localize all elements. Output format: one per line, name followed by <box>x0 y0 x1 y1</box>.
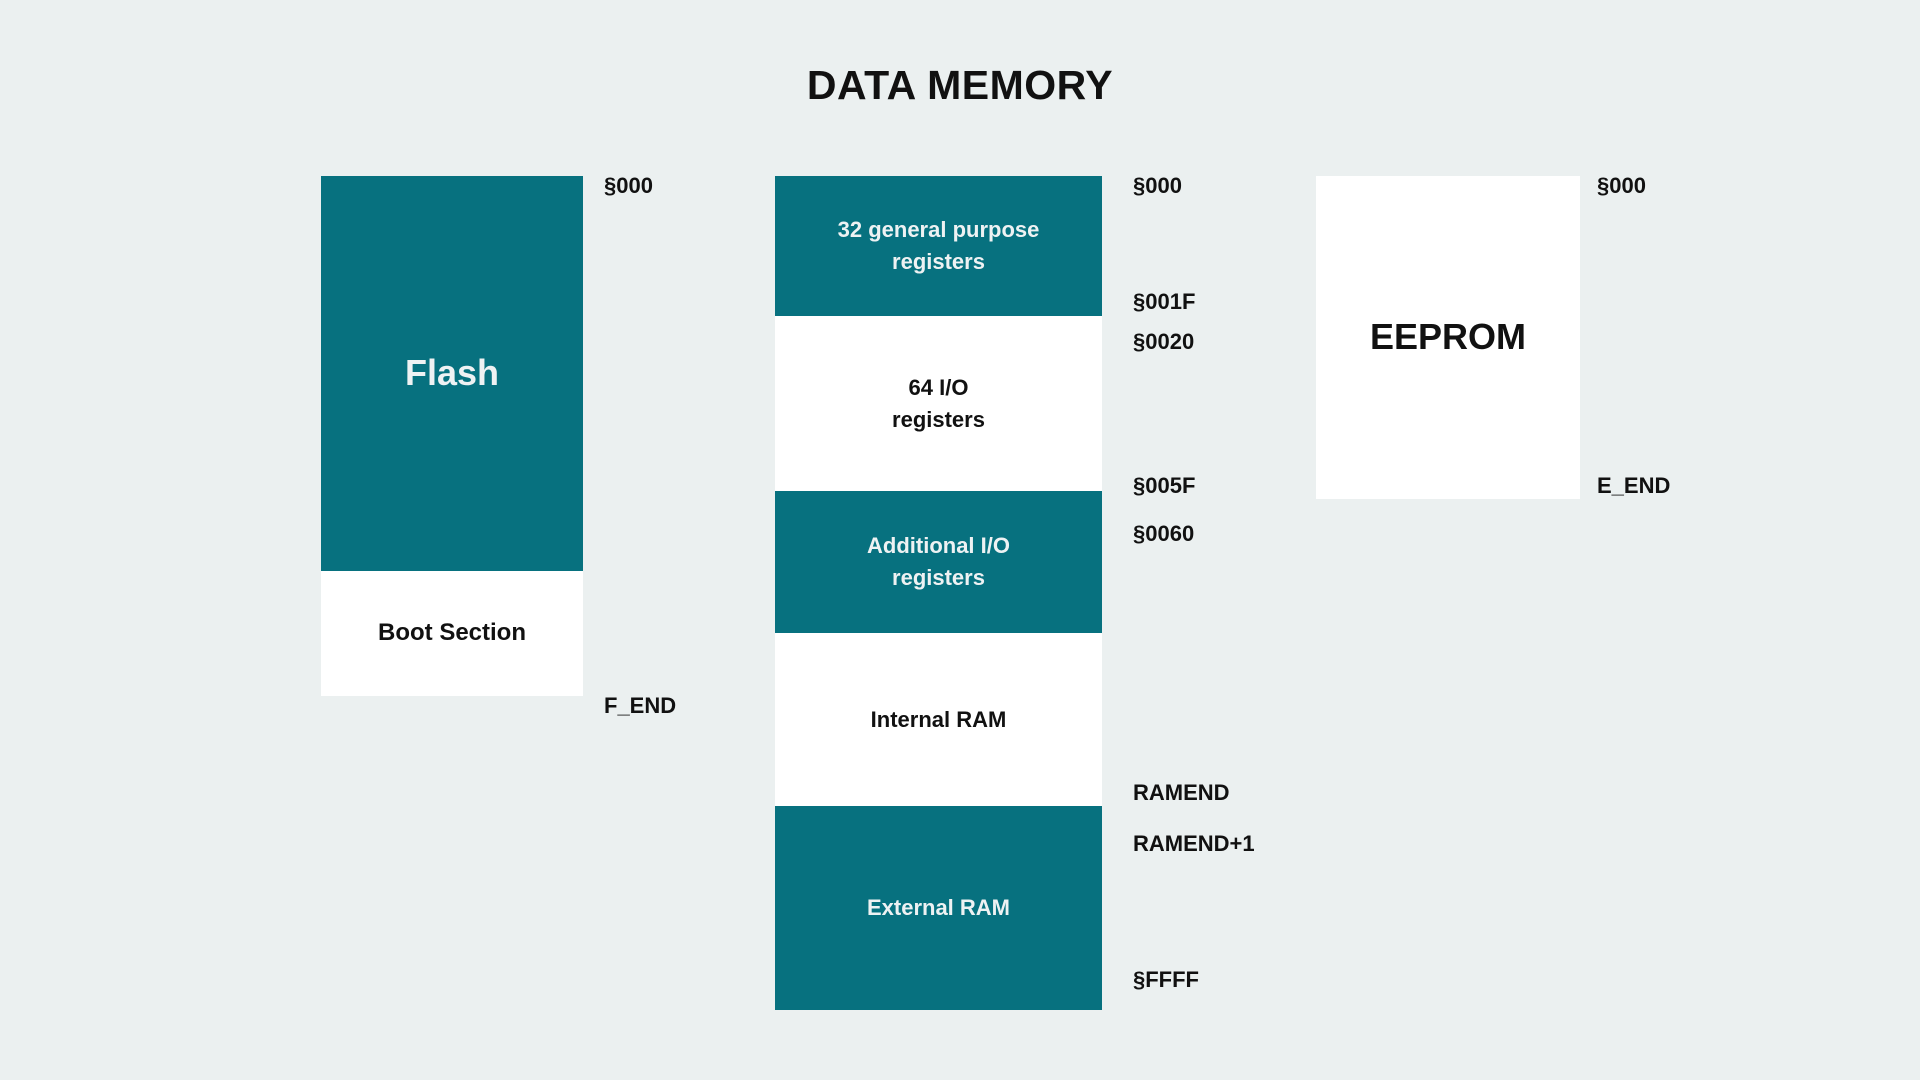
address-label: E_END <box>1597 473 1671 498</box>
address-label: §005F <box>1133 473 1196 498</box>
memory-block: Flash <box>321 176 583 571</box>
address-label: §0020 <box>1133 329 1195 354</box>
memory-block: EEPROM <box>1316 176 1580 499</box>
memory-block: Additional I/O registers <box>775 491 1102 633</box>
memory-block-label: 32 general purpose registers <box>837 217 1040 274</box>
memory-block-label: Flash <box>404 352 500 394</box>
memory-block: 32 general purpose registers <box>775 176 1102 316</box>
memory-block-label: Boot Section <box>378 619 526 647</box>
eeprom-column: EEPROM <box>1316 176 1580 499</box>
data-memory-column: 32 general purpose registers 64 I/O regis… <box>775 176 1102 1010</box>
memory-block-label: EEPROM <box>1369 316 1527 358</box>
address-label: F_END <box>604 693 677 718</box>
memory-block: Internal RAM <box>775 633 1102 806</box>
address-label: §000 <box>604 173 653 198</box>
address-label: §000 <box>1133 173 1182 198</box>
memory-block: Boot Section <box>321 571 583 696</box>
memory-block-label: 64 I/O registers <box>892 374 985 432</box>
memory-block: External RAM <box>775 806 1102 1010</box>
memory-block-label: External RAM <box>866 895 1011 921</box>
address-label: §0060 <box>1133 521 1195 546</box>
address-label: RAMEND <box>1133 780 1230 805</box>
memory-block-label: Additional I/O registers <box>867 533 1010 590</box>
address-label: RAMEND+1 <box>1133 831 1255 856</box>
memory-block: 64 I/O registers <box>775 316 1102 491</box>
address-label: §FFFF <box>1133 967 1199 992</box>
address-label: §001F <box>1133 289 1196 314</box>
memory-block-label: Internal RAM <box>870 706 1007 732</box>
address-label: §000 <box>1597 173 1646 198</box>
page-title: DATA MEMORY <box>806 62 1114 108</box>
